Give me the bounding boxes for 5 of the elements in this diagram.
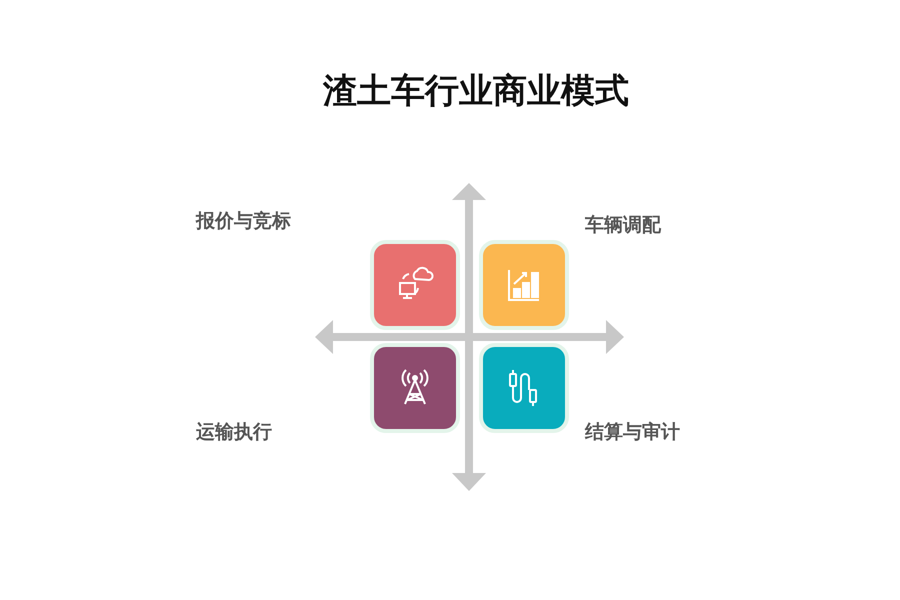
quadrant-label: 报价与竞标 bbox=[196, 209, 291, 234]
quadrant-label: 结算与审计 bbox=[585, 420, 680, 445]
quadrant-label: 车辆调配 bbox=[585, 213, 661, 238]
title: 渣土车行业商业模式 bbox=[322, 70, 630, 113]
quadrant-label: 运输执行 bbox=[196, 420, 272, 445]
